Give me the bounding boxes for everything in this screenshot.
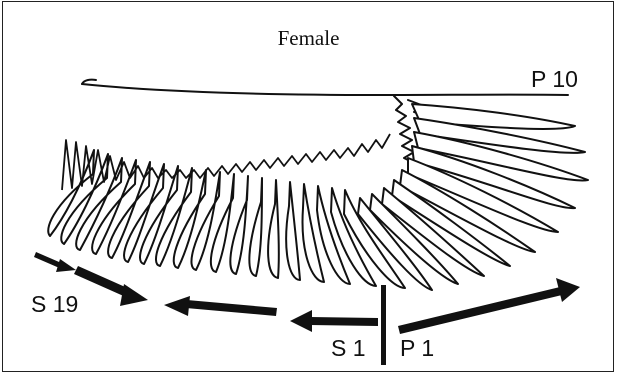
label-p1: P 1 — [400, 335, 434, 362]
label-p10: P 10 — [531, 66, 578, 93]
arrow-outer-secondaries — [34, 252, 76, 272]
arrow-mid-secondaries-left — [74, 266, 148, 306]
label-s19: S 19 — [31, 291, 78, 318]
direction-arrows — [34, 252, 580, 334]
arrow-inner-secondaries — [290, 310, 378, 332]
arrow-mid-secondaries — [164, 296, 277, 316]
label-s1: S 1 — [331, 335, 366, 362]
s1-p1-divider — [381, 285, 386, 365]
primary-feathers — [358, 104, 588, 290]
covert-feathers — [62, 134, 390, 190]
